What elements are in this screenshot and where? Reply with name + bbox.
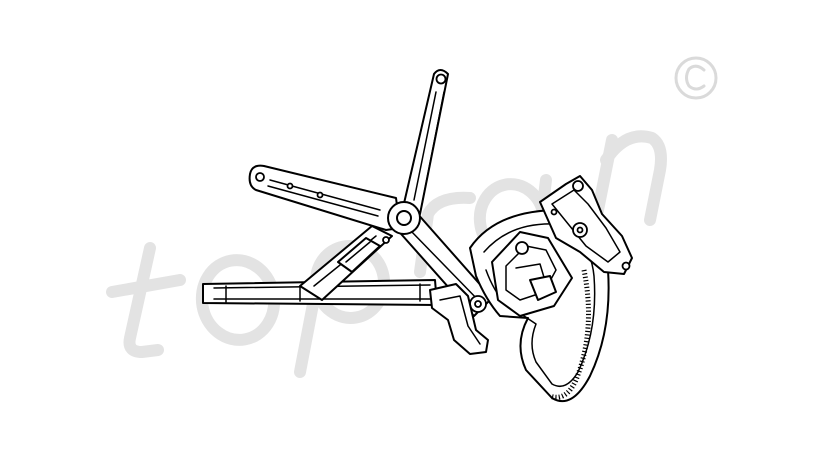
upper-bracket [539, 175, 633, 275]
motor-housing [491, 231, 573, 317]
copyright-icon [674, 56, 718, 100]
mount-plate [429, 283, 489, 355]
left-arm [248, 164, 401, 231]
main-arm [382, 69, 493, 317]
lower-arm [299, 225, 393, 301]
